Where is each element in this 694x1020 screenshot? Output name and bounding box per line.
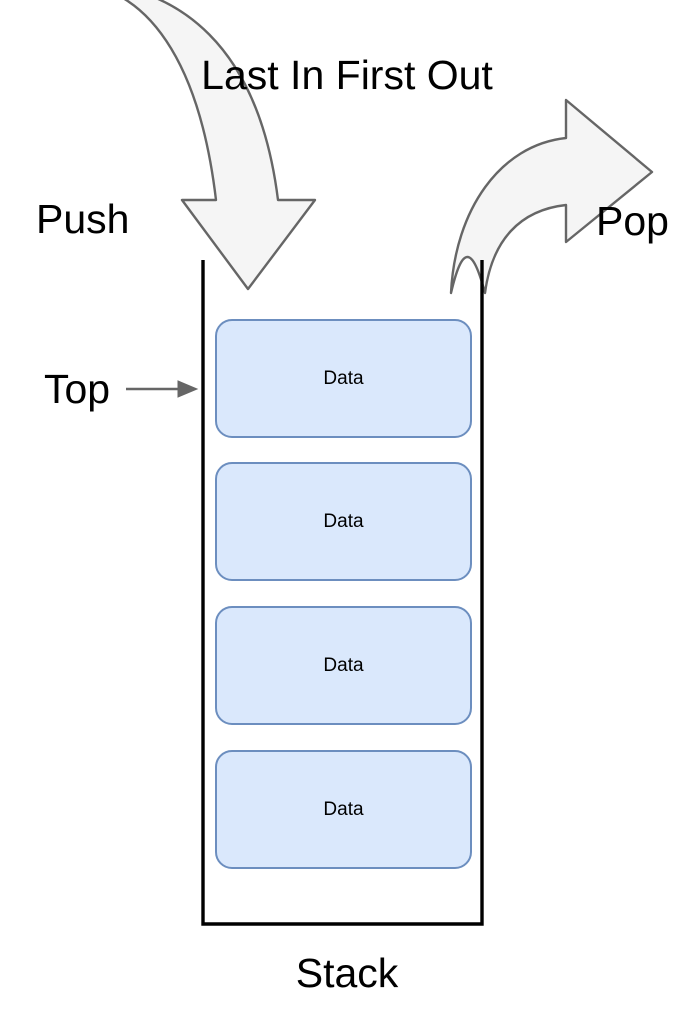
stack-cell-label: Data bbox=[323, 654, 364, 676]
push-label: Push bbox=[36, 196, 130, 242]
diagram-title: Last In First Out bbox=[201, 52, 493, 98]
stack-cell: Data bbox=[215, 750, 472, 869]
stack-cell: Data bbox=[215, 606, 472, 725]
top-label: Top bbox=[44, 366, 111, 412]
push-arrow-icon bbox=[123, 0, 317, 291]
pop-label: Pop bbox=[596, 198, 669, 244]
stack-caption: Stack bbox=[295, 950, 399, 996]
pop-arrow-icon bbox=[449, 98, 654, 295]
stack-cell-label: Data bbox=[323, 510, 364, 532]
stack-cell-label: Data bbox=[323, 367, 364, 389]
stack-cell-label: Data bbox=[323, 798, 364, 820]
stack-container-walls bbox=[201, 260, 484, 926]
top-pointer-icon bbox=[126, 380, 199, 398]
stack-cell: Data bbox=[215, 319, 472, 438]
stack-cell: Data bbox=[215, 462, 472, 581]
